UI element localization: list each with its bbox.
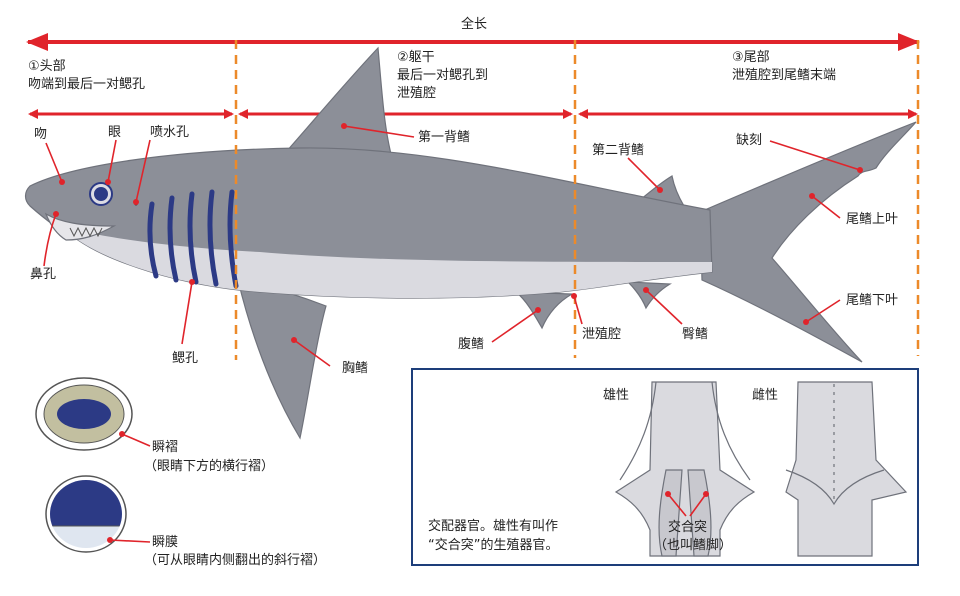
- first-dorsal-fin-label: 第一背鳍: [418, 130, 471, 145]
- pelvic-fin-label: 腹鳍: [458, 337, 485, 352]
- belly-shape: [62, 226, 712, 298]
- clasper-leader-lines: [665, 491, 709, 517]
- nostril-label: 鼻孔: [30, 267, 57, 282]
- clasper-label-1: 交合突: [668, 520, 708, 535]
- notch-label: 缺刻: [736, 133, 763, 148]
- inset-caption-1: 交配器官。雄性有叫作: [428, 519, 559, 534]
- eye-graphic: [89, 182, 113, 206]
- leader-dots: [53, 123, 863, 343]
- snout-label: 吻: [34, 127, 48, 142]
- eye-label: 眼: [108, 125, 122, 140]
- spiracle-label: 喷水孔: [150, 125, 190, 140]
- tail-section-desc: 泄殖腔到尾鳍末端: [732, 68, 837, 83]
- nictitating-fold-desc: （眼睛下方的横行褶）: [144, 459, 275, 474]
- shark-illustration: [24, 46, 917, 440]
- clasper-label-2: （也叫鳍脚）: [654, 538, 733, 553]
- gill-slits-label: 鳃孔: [172, 351, 199, 366]
- teeth: [69, 226, 103, 238]
- total-length-label: 全长: [461, 17, 488, 32]
- female-label: 雌性: [752, 388, 779, 403]
- male-label: 雄性: [603, 388, 630, 403]
- pelvic-fin-shape: [514, 291, 575, 330]
- trunk-section-desc-2: 泄殖腔: [397, 86, 437, 101]
- anal-fin-shape: [626, 281, 673, 310]
- nictitating-membrane-title: 瞬膜: [152, 535, 179, 550]
- first-dorsal-fin-shape: [284, 46, 393, 159]
- nictitating-fold-graphic: [35, 377, 151, 451]
- pectoral-fin-label: 胸鳍: [342, 361, 369, 376]
- anal-fin-label: 臀鳍: [682, 327, 709, 342]
- trunk-section-desc-1: 最后一对鳃孔到: [397, 68, 489, 83]
- head-section-desc: 吻端到最后一对鳃孔: [28, 77, 146, 92]
- nictitating-membrane-desc: （可从眼睛内侧翻出的斜行褶）: [144, 553, 327, 568]
- nictitating-fold-title: 瞬褶: [152, 440, 179, 455]
- reproductive-organ-inset: [411, 368, 919, 566]
- tail-section-title: ③尾部: [732, 50, 770, 65]
- trunk-section-title: ②躯干: [397, 50, 435, 65]
- cloaca-label: 泄殖腔: [582, 327, 622, 342]
- leader-lines: [43, 125, 861, 367]
- lower-lobe-label: 尾鳍下叶: [846, 293, 899, 308]
- head-section-title: ①头部: [28, 59, 66, 74]
- caudal-fin-shape: [699, 121, 917, 363]
- female-pelvic-graphic: [785, 381, 908, 557]
- nictitating-membrane-graphic: [45, 475, 151, 553]
- pectoral-fin-shape: [237, 279, 327, 440]
- gill-slits: [147, 189, 239, 289]
- second-dorsal-fin-label: 第二背鳍: [592, 143, 645, 158]
- upper-lobe-label: 尾鳍上叶: [846, 212, 899, 227]
- section-dividers: [234, 40, 920, 360]
- inset-caption-2: “交合突”的生殖器官。: [428, 538, 559, 553]
